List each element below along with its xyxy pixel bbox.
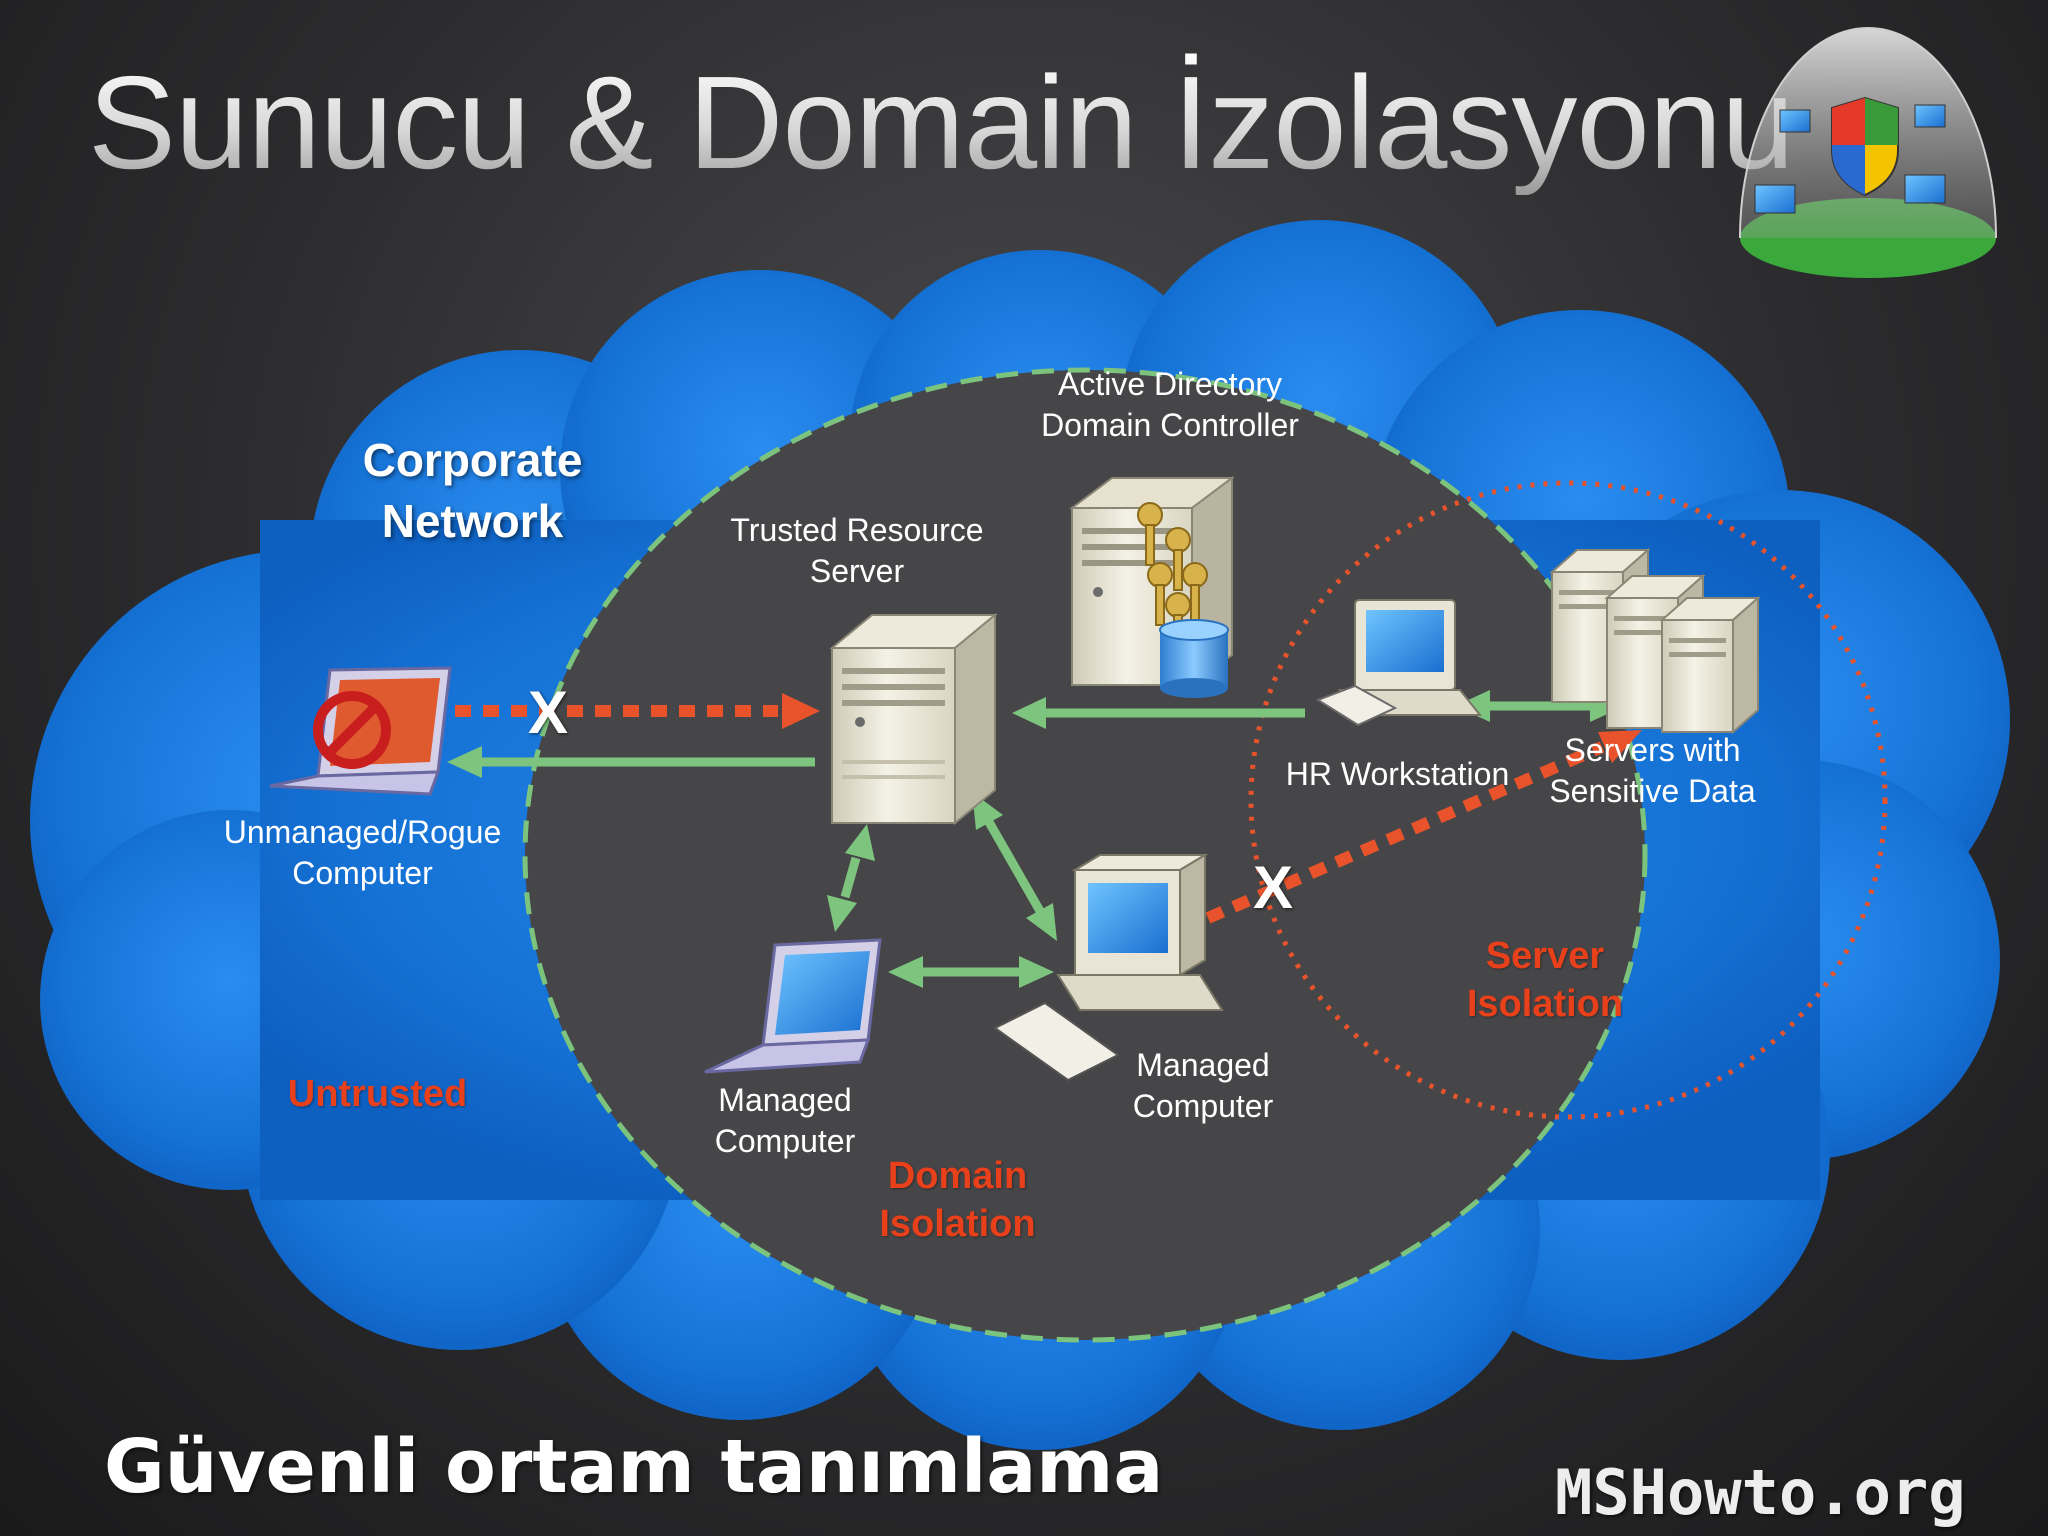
arrow-server-to-rogue bbox=[447, 746, 815, 778]
blocked-x-mark-rogue: X bbox=[528, 679, 569, 746]
managed-desktop-label: Managed Computer bbox=[1132, 1047, 1274, 1124]
managed-laptop-icon bbox=[704, 938, 882, 1074]
trusted-server-label: Trusted Resource Server bbox=[730, 512, 984, 589]
trusted-server-icon bbox=[829, 612, 998, 826]
server-isolation-zone bbox=[1248, 480, 1888, 1120]
blocked-arrow-rogue-to-server bbox=[455, 693, 820, 729]
hr-workstation-icon bbox=[1315, 599, 1483, 727]
slide-title: Sunucu & Domain İzolasyonu bbox=[88, 49, 1795, 196]
managed-laptop-label: Managed Computer bbox=[714, 1082, 856, 1159]
domain-controller-icon bbox=[1069, 476, 1235, 698]
arrow-laptop-to-server bbox=[827, 824, 875, 932]
untrusted-label: Untrusted bbox=[287, 1073, 468, 1115]
slide-caption: Güvenli ortam tanımlama bbox=[104, 1424, 1164, 1510]
blocked-x-mark-sensitive: X bbox=[1253, 854, 1294, 921]
rogue-computer-label: Unmanaged/Rogue Computer bbox=[223, 814, 502, 891]
arrow-dc-path-to-server bbox=[1012, 697, 1305, 729]
blocked-arrow-desktop-to-sensitive bbox=[1205, 730, 1642, 924]
sensitive-servers-icon bbox=[1549, 547, 1761, 735]
watermark: MSHowto.org bbox=[1555, 1456, 1966, 1529]
managed-desktop-icon bbox=[993, 853, 1224, 1082]
corporate-network-label: Corporate Network bbox=[362, 434, 583, 547]
domain-isolation-label: Domain Isolation bbox=[879, 1155, 1036, 1245]
domain-controller-label: Active Directory Domain Controller bbox=[1041, 366, 1299, 443]
windows-security-globe-logo bbox=[1739, 27, 1997, 278]
server-isolation-label: Server Isolation bbox=[1466, 935, 1624, 1025]
hr-workstation-label: HR Workstation bbox=[1285, 756, 1510, 792]
rogue-computer-icon bbox=[269, 666, 452, 796]
sensitive-servers-label: Servers with Sensitive Data bbox=[1549, 732, 1756, 809]
arrow-laptop-to-desktop bbox=[888, 956, 1054, 988]
